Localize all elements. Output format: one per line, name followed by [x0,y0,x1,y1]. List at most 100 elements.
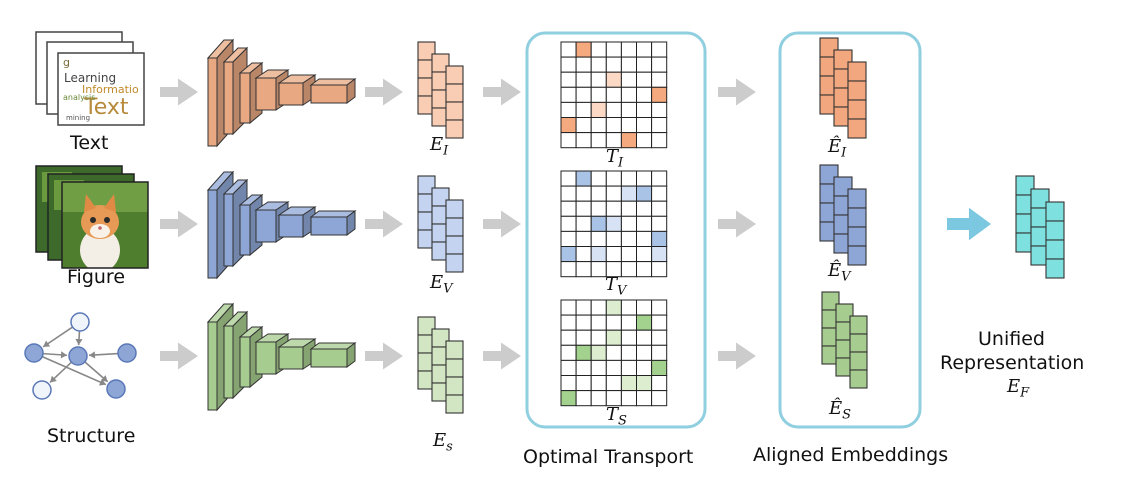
encoder-block-front [207,57,218,147]
plan-cell [575,41,592,58]
plan-cell [590,56,607,73]
embedding-cell [445,358,464,378]
graph-edge-head [98,378,106,386]
plan-cell [575,101,592,119]
plan-cell [620,359,638,376]
graph-node [117,343,137,363]
plan-cell [575,215,592,232]
flow-arrows [160,78,991,370]
plan-cell [651,359,668,376]
plan-cell [590,230,607,247]
graph-node [70,312,90,332]
plan-cell [605,56,622,73]
plan-cell [620,200,638,217]
plan-cell [605,86,622,103]
graph-node [24,343,44,363]
encoder-block-front [239,72,251,124]
plan-cell [590,390,607,407]
plan-cell [560,314,577,331]
plan-cell [620,230,638,247]
plan-cell [560,200,577,217]
encoders [206,38,357,412]
encoder-block-side [346,342,356,368]
encoder-structure [206,302,357,412]
plan-cell [605,230,622,247]
wordcloud-word: g [63,56,70,69]
plan-cell [651,185,668,202]
embedding-cell [445,83,464,103]
plan-cell [605,314,622,331]
cat-body [80,228,120,268]
plan-cell [590,132,607,149]
plan-cell [590,117,607,134]
embedding-cell [445,65,464,85]
plan-cell [636,359,653,376]
plan-cell [651,86,668,103]
plan-cell [575,132,592,149]
plan-cell [605,117,622,134]
plan-cell [560,185,577,202]
plan-cell [620,71,638,88]
arrow-structure-3 [718,342,756,370]
plan-cell [590,185,607,202]
plan-cell [636,71,653,88]
embedding-cell [445,394,464,414]
plan-cell [605,359,622,376]
cat-photo [62,182,148,268]
arrow-figure-2 [483,210,521,238]
plan-cell [575,200,592,217]
graph-node [32,380,52,400]
plan-cell [575,344,592,361]
embedding-cell [445,235,464,255]
plan-cell [651,246,668,263]
plan-cell [590,375,607,392]
plan-cell [590,86,607,103]
plan-cell [560,261,577,278]
embedding-cell [847,245,867,266]
wordcloud-word: mining [66,114,90,122]
plan-cell [560,359,577,376]
plan-cell [636,314,653,331]
graph-edge-head [60,351,68,359]
figure-modality-label: Figure [67,266,126,288]
plan-cell [651,200,668,217]
plan-cell [590,246,607,263]
plan-cell [636,56,653,73]
plan-cell [575,71,592,88]
cat-ear-right [104,194,116,212]
encoder-layer [309,78,357,104]
plan-cell [636,246,653,263]
plan-cell [560,132,577,149]
plan-cell [575,246,592,263]
aligned-label-text: ÊI [828,136,847,161]
plan-cell [605,170,622,187]
plan-cell [636,230,653,247]
plan-cell [560,215,577,232]
plan-cell [560,390,577,407]
wordcloud-word: Learning [64,71,116,85]
plan-cell [575,299,592,316]
cat-nose [98,226,102,230]
aligned-embeddings-caption: Aligned Embeddings [753,444,949,466]
plan-cell [605,344,622,361]
structure-modality-label: Structure [47,425,136,447]
plan-cell [590,170,607,187]
encoder-block-side [346,78,356,104]
panels [525,31,922,429]
plan-cell [560,329,577,346]
plan-cell [590,41,607,58]
aligned-label-figure: ÊV [828,260,851,285]
encoder-block-front [310,348,348,368]
plan-cell [651,299,668,316]
encoder-block-front [255,77,277,111]
embedding-cell [847,118,867,139]
graph-edge-head [88,351,96,359]
plan-cell [620,101,638,119]
plan-cell [636,101,653,119]
plan-cell [620,375,638,392]
plan-cell [560,299,577,316]
cat-ear-left [84,194,96,212]
embedding-cell [445,119,464,139]
